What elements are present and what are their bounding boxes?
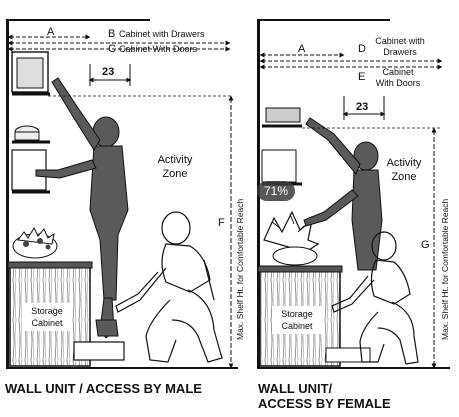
- right-caption-line1: WALL UNIT/: [258, 381, 333, 396]
- right-dim-g-label: G: [421, 239, 430, 251]
- left-activity-line2: Zone: [162, 168, 187, 180]
- right-activity-line1: Activity: [387, 157, 422, 169]
- right-panel: A D Cabinet with Drawers E Cabinet With …: [257, 19, 450, 369]
- right-dim-d-label: D: [358, 43, 366, 55]
- right-upper-box: [261, 149, 297, 183]
- right-storage-line1: Storage: [281, 309, 313, 319]
- female-crouching-figure: [331, 231, 419, 365]
- left-open-drawer: [73, 341, 125, 361]
- left-dim-b-text: Cabinet with Drawers: [119, 29, 205, 39]
- right-dim-e-label: E: [358, 71, 365, 83]
- right-dim-23-label: 23: [356, 101, 368, 113]
- right-cabinet-top: [257, 265, 343, 273]
- left-dim-a-label: A: [47, 26, 55, 38]
- left-plant: [12, 226, 58, 259]
- left-vertical-label: Max. Shelf Ht. for Comfortable Reach: [235, 198, 245, 340]
- left-box-item: [16, 57, 44, 89]
- left-dim-23-label: 23: [102, 66, 114, 78]
- left-dim-c-label: C: [108, 43, 116, 55]
- right-storage-line2: Cabinet: [281, 321, 313, 331]
- right-activity-line2: Zone: [391, 171, 416, 183]
- right-vertical-label: Max. Shelf Ht. for Comfortable Reach: [440, 198, 450, 340]
- left-panel: A B Cabinet with Drawers C Cabinet With …: [6, 19, 245, 369]
- right-small-box: [265, 107, 301, 123]
- right-plant: [263, 210, 320, 266]
- left-caption: WALL UNIT / ACCESS BY MALE: [5, 381, 202, 396]
- female-standing-figure: [303, 117, 383, 271]
- right-dim-d-text-2: Drawers: [383, 47, 417, 57]
- left-storage-label-bg: [22, 303, 72, 331]
- right-dim-e-text-2: With Doors: [376, 78, 421, 88]
- right-open-drawer: [325, 347, 371, 363]
- male-crouching-figure: [115, 211, 223, 363]
- left-cabinet-top: [7, 261, 93, 269]
- left-activity-line1: Activity: [158, 154, 193, 166]
- left-wall: [6, 20, 9, 368]
- right-caption-line2: ACCESS BY FEMALE: [258, 396, 391, 411]
- zoom-level-badge: 71%: [257, 181, 295, 201]
- left-dim-c-text: Cabinet With Doors: [119, 44, 198, 54]
- left-pot-body: [14, 131, 40, 141]
- left-dim-b-label: B: [108, 28, 115, 40]
- right-dim-d-text-1: Cabinet with: [375, 36, 425, 46]
- left-dim-f-label: F: [218, 217, 225, 229]
- right-storage-label-bg: [272, 306, 322, 334]
- right-dim-e-text-1: Cabinet: [382, 67, 414, 77]
- left-storage-line2: Cabinet: [31, 318, 63, 328]
- right-dim-a-label: A: [298, 43, 306, 55]
- left-storage-line1: Storage: [31, 306, 63, 316]
